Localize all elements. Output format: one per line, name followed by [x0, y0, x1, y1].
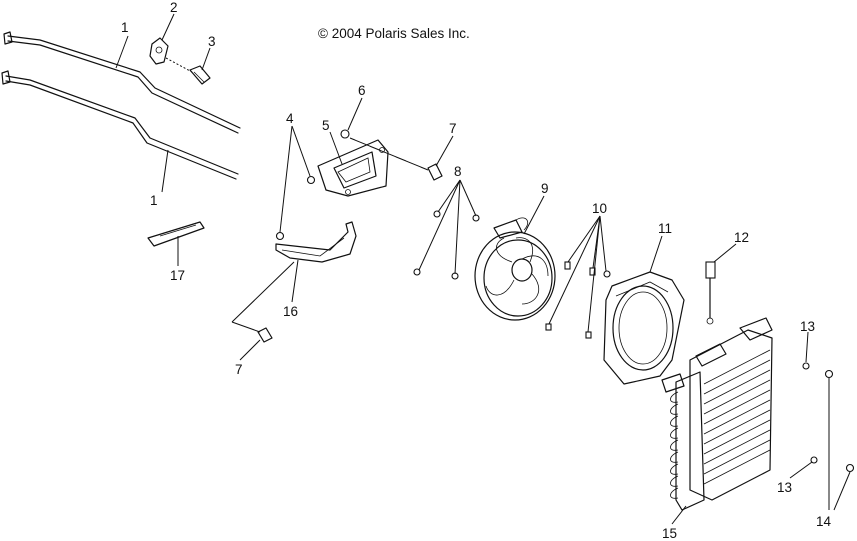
- callout-1-lower: 1: [150, 193, 158, 208]
- cable-lower: [1, 70, 239, 180]
- bolt-upper: [427, 163, 443, 181]
- lower-bracket: [275, 221, 357, 263]
- grommet: [340, 129, 350, 139]
- clip-10a: [564, 261, 571, 270]
- radiator: [661, 317, 773, 511]
- callout-12: 12: [734, 230, 749, 245]
- leader-lines: [115, 13, 813, 525]
- callout-11: 11: [658, 221, 672, 236]
- cable-upper: [3, 31, 241, 134]
- cable-strap: [147, 221, 205, 247]
- temperature-sensor: [705, 261, 716, 325]
- callout-15: 15: [662, 526, 677, 541]
- callout-1-upper: 1: [121, 20, 129, 35]
- fastener-8c: [413, 268, 421, 276]
- clip-10e: [585, 331, 592, 339]
- callout-3: 3: [208, 34, 216, 49]
- bolt-lower: [257, 327, 273, 343]
- cable-clip: [149, 37, 169, 65]
- bolt-14a: [824, 369, 834, 379]
- fan-shroud: [603, 271, 685, 385]
- clip-screw: [189, 65, 211, 85]
- callout-2: 2: [170, 0, 178, 15]
- callout-9: 9: [541, 181, 549, 196]
- callout-7-upper: 7: [449, 121, 457, 136]
- callout-6: 6: [358, 83, 366, 98]
- callout-17: 17: [170, 268, 185, 283]
- callout-13-lower: 13: [777, 480, 792, 495]
- callout-8: 8: [454, 164, 462, 179]
- clip-10c: [603, 270, 611, 278]
- callout-13-upper: 13: [800, 319, 815, 334]
- callout-7-lower: 7: [235, 362, 243, 377]
- copyright-notice: © 2004 Polaris Sales Inc.: [318, 26, 470, 41]
- nut-13b: [810, 456, 818, 464]
- bolt-14b: [845, 463, 855, 473]
- screw-4a: [306, 175, 316, 185]
- callout-4: 4: [286, 111, 294, 126]
- mounting-plate: [317, 139, 389, 197]
- screw-4b: [275, 231, 285, 241]
- nut-13a: [802, 362, 810, 370]
- fastener-8a: [433, 210, 441, 218]
- callout-14: 14: [816, 514, 832, 529]
- cooling-fan: [474, 217, 556, 321]
- clip-10b: [589, 267, 596, 276]
- callout-16: 16: [283, 304, 298, 319]
- clip-10d: [545, 323, 552, 331]
- callout-5: 5: [322, 118, 330, 133]
- callout-10: 10: [592, 201, 607, 216]
